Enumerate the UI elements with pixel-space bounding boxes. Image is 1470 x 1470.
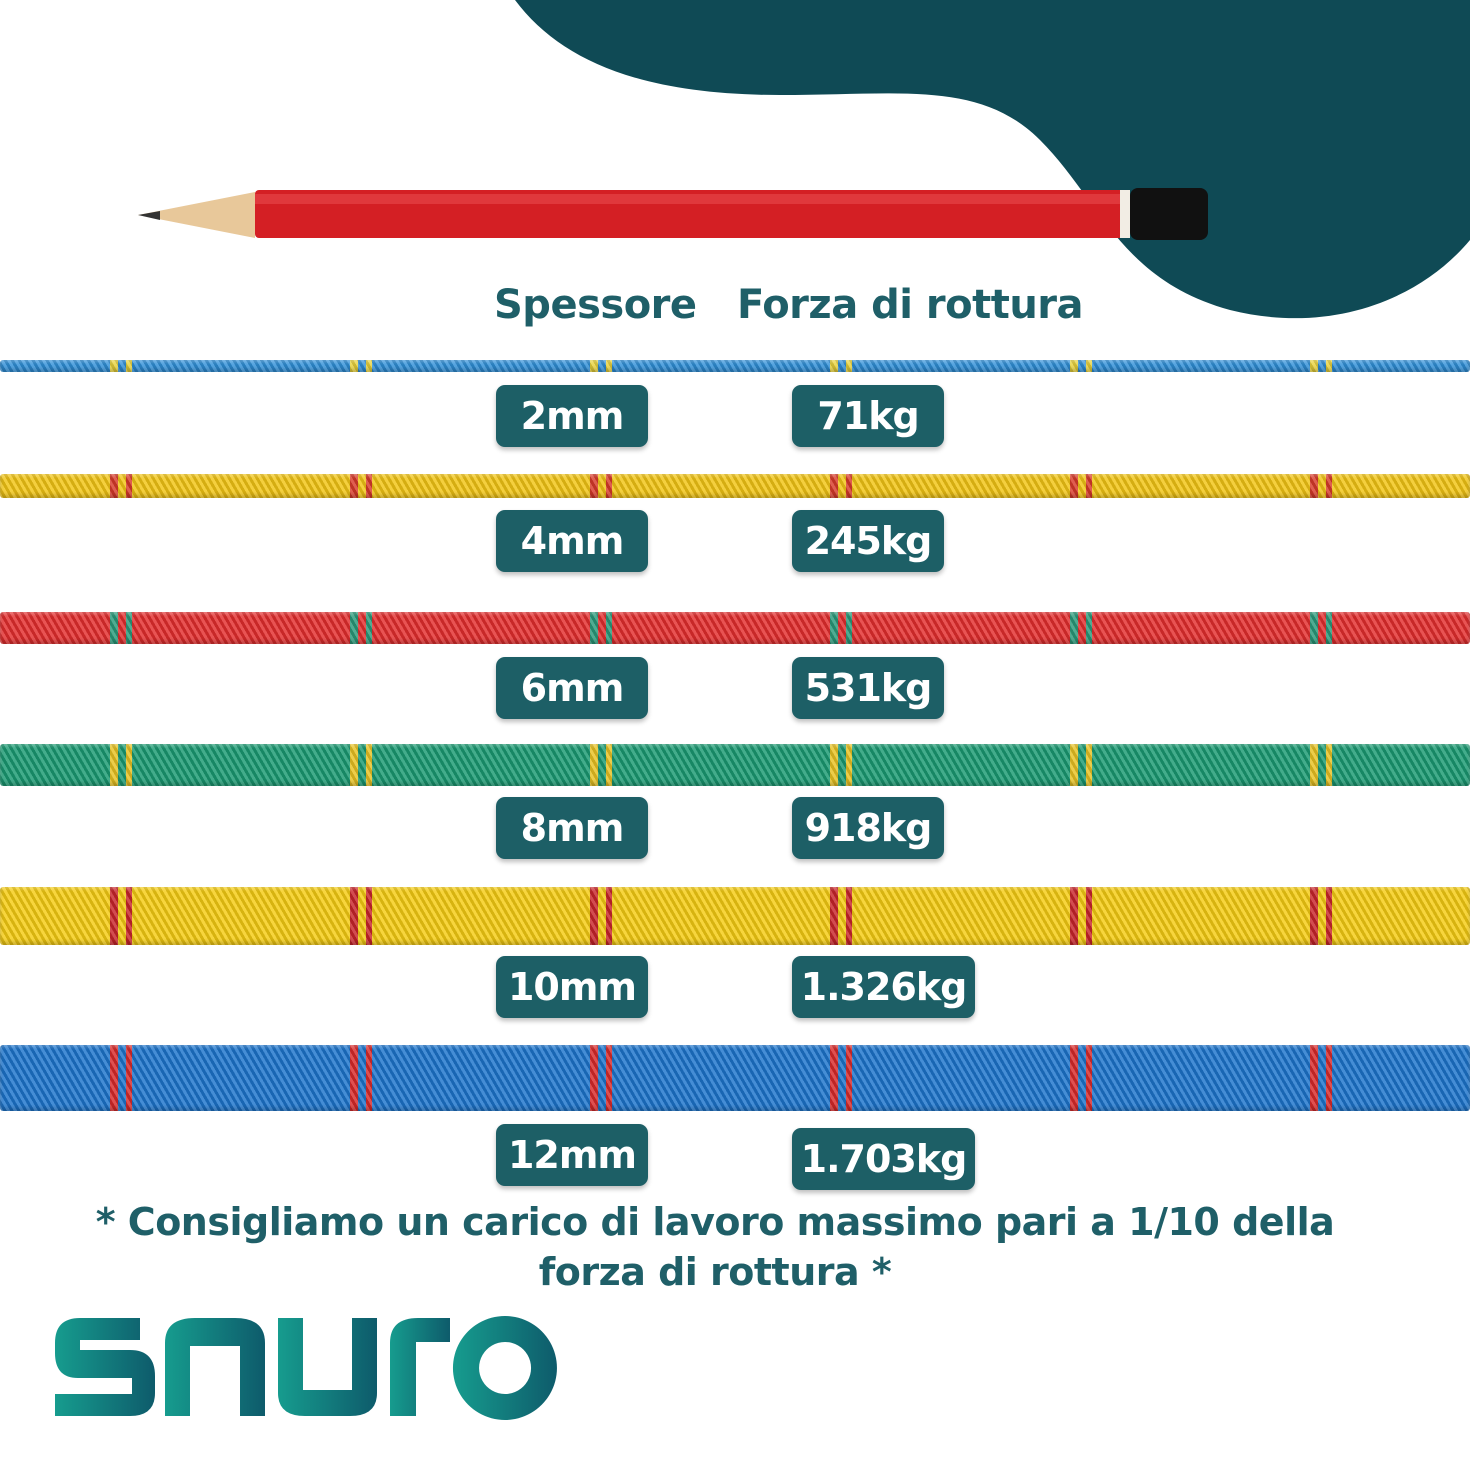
force-badge-10mm: 1.326kg — [792, 956, 975, 1018]
thickness-column-header: Spessore — [494, 282, 697, 328]
thickness-badge-10mm: 10mm — [496, 956, 648, 1018]
thickness-badge-12mm: 12mm — [496, 1124, 648, 1186]
working-load-note: * Consigliamo un carico di lavoro massim… — [95, 1200, 1335, 1294]
rope-10mm — [0, 887, 1470, 945]
force-badge-6mm: 531kg — [792, 657, 944, 719]
decorative-background-shape — [515, 0, 1470, 319]
rope-12mm — [0, 1045, 1470, 1111]
thickness-badge-4mm: 4mm — [496, 510, 648, 572]
thickness-badge-8mm: 8mm — [496, 797, 648, 859]
thickness-badge-2mm: 2mm — [496, 385, 648, 447]
force-badge-2mm: 71kg — [792, 385, 944, 447]
rope-2mm — [0, 360, 1470, 372]
pencil-image — [138, 188, 1208, 240]
thickness-badge-6mm: 6mm — [496, 657, 648, 719]
rope-4mm — [0, 474, 1470, 498]
force-badge-4mm: 245kg — [792, 510, 944, 572]
snuro-logo — [55, 1316, 557, 1420]
force-badge-12mm: 1.703kg — [792, 1128, 975, 1190]
force-badge-8mm: 918kg — [792, 797, 944, 859]
rope-6mm — [0, 612, 1470, 644]
rope-8mm — [0, 744, 1470, 786]
breaking-force-column-header: Forza di rottura — [737, 282, 1084, 328]
